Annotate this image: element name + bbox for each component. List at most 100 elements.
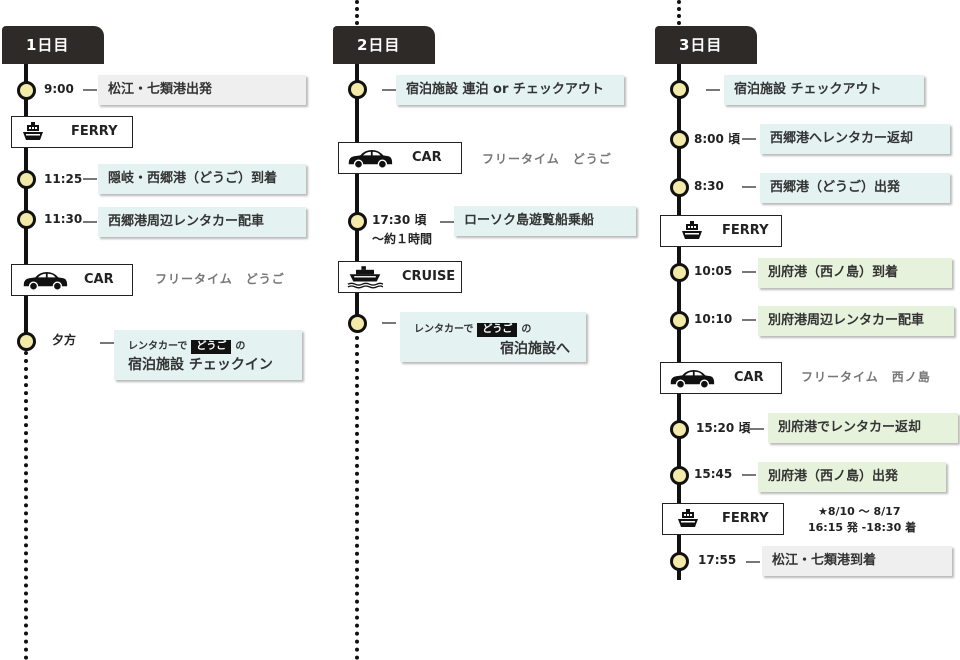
day-header: 1日目 [2,26,104,64]
car-label: CAR [734,370,764,385]
time-label: 15:45 [694,467,733,481]
timeline-node [348,314,367,333]
ferry-label: FERRY [71,124,118,139]
connector [750,428,764,430]
time-label: 8:30 [694,179,724,193]
event-card: 別府港周辺レンタカー配車 [758,306,954,336]
timeline-dotted-line [355,320,359,660]
event-card: 西郷港周辺レンタカー配車 [98,207,306,237]
duration-label: ～約１時間 [372,232,433,246]
timeline-node [670,130,689,149]
card-main-text: 宿泊施設へ [500,341,570,357]
schedule-note: ★8/10 ～ 8/17 [818,505,901,518]
car-icon [347,147,393,169]
cruise-label: CRUISE [402,269,456,284]
time-label: 11:30 [44,212,83,226]
schedule-note: 16:15 発 -18:30 着 [808,521,917,534]
timeline-node [670,552,689,571]
time-label: 10:05 [694,264,733,278]
time-label: 9:00 [44,82,74,96]
event-card: レンタカーでどうごの 宿泊施設へ [400,312,586,362]
ferry-box: FERRY [662,503,784,535]
timeline-node [670,263,689,282]
connector [746,561,760,563]
connector [83,89,97,91]
timeline-dotted-line [677,0,681,32]
day-header: 2日目 [333,26,435,64]
connector [742,138,756,140]
timeline-node [17,210,36,229]
time-label: 10:10 [694,312,733,326]
highlight-badge: どうご [191,340,232,354]
event-card: レンタカーでどうごの 宿泊施設 チェックイン [114,330,302,380]
timeline-node [348,212,367,231]
car-label: CAR [84,272,114,287]
connector [382,89,396,91]
event-card: 宿泊施設 チェックアウト [724,75,924,105]
day2-column: 2日目 宿泊施設 連泊 or チェックアウト CAR フリータイム どうご 17… [330,0,650,660]
connector [100,342,114,344]
time-label: 15:20 頃 [696,421,751,435]
day-header: 3日目 [655,26,757,64]
timeline-node [17,170,36,189]
cruise-box: CRUISE [338,261,462,293]
ferry-icon [22,121,44,143]
free-time-note: フリータイム どうご [155,272,285,286]
cruise-ship-icon [347,265,383,289]
connector [742,319,756,321]
time-label: 17:55 [698,553,737,567]
event-card: 宿泊施設 連泊 or チェックアウト [396,75,624,105]
car-label: CAR [412,150,442,165]
card-pre-text: レンタカーで [414,324,474,335]
connector [742,271,756,273]
connector [440,221,454,223]
timeline-node [670,80,689,99]
timeline-line [355,40,359,322]
ferry-icon [681,220,703,242]
car-icon [669,367,715,389]
event-card: 西郷港へレンタカー返却 [760,124,950,154]
connector [742,474,756,476]
timeline-node [670,420,689,439]
event-card: 松江・七類港出発 [98,75,306,105]
free-time-note: フリータイム どうご [482,152,612,166]
connector [83,178,97,180]
timeline-dotted-line [355,0,359,32]
event-card: ローソク島遊覧船乗船 [454,206,636,236]
free-time-note: フリータイム 西ノ島 [801,370,931,384]
event-card: 別府港（西ノ島）到着 [758,258,952,288]
ferry-label: FERRY [722,511,769,526]
timeline-node [17,81,36,100]
card-main-text: 宿泊施設 チェックイン [128,357,273,373]
event-card: 別府港でレンタカー返却 [768,413,958,443]
car-box: CAR [338,142,462,174]
event-card: 隠岐・西郷港（どうご）到着 [98,164,306,194]
event-card: 松江・七類港到着 [762,546,952,576]
card-post-text: の [235,341,246,352]
car-box: CAR [660,362,782,394]
ferry-box: FERRY [660,215,782,247]
car-icon [22,269,68,291]
timeline-node [17,332,36,351]
day3-column: 3日目 宿泊施設 チェックアウト 8:00 頃 西郷港へレンタカー返却 8:30… [650,0,960,660]
ferry-box: FERRY [11,116,133,148]
event-card: 別府港（西ノ島）出発 [758,462,946,492]
timeline-line [24,40,28,340]
time-label: 8:00 頃 [694,132,741,146]
ferry-icon [677,508,699,530]
time-label: 夕方 [52,333,77,347]
ferry-label: FERRY [722,223,769,238]
timeline-node [670,178,689,197]
highlight-badge: どうご [477,323,518,337]
connector [382,322,396,324]
card-pre-text: レンタカーで [128,341,188,352]
car-box: CAR [11,264,133,296]
card-post-text: の [521,324,532,335]
day1-column: 1日目 9:00 松江・七類港出発 FERRY 11:25 隠岐・西郷港（どうご… [0,0,320,660]
connector [706,89,720,91]
timeline-dotted-line [24,335,28,660]
time-label: 11:25 [44,172,83,186]
timeline-line [677,40,681,580]
time-label: 17:30 頃 [372,213,427,227]
connector [742,186,756,188]
